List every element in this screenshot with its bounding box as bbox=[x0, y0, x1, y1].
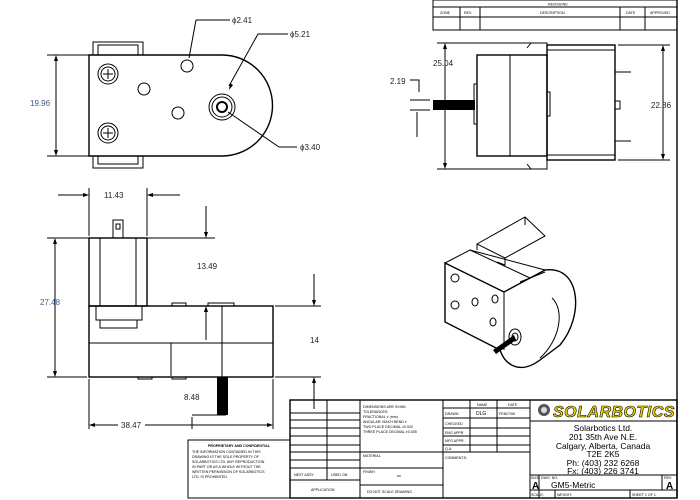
dim-total-height: 27.48 bbox=[40, 298, 61, 307]
top-view: 19.96 ϕ2.41 ϕ5.21 ϕ3.40 bbox=[30, 16, 321, 169]
next-assy-label: NEXT ASSY bbox=[294, 473, 315, 477]
dim-shaft-length: 8.48 bbox=[184, 393, 200, 402]
company-logo: SOLARBOTICS bbox=[538, 404, 675, 421]
revision-block: REVISIONS ZONE REV. DESCRIPTION DATE APP… bbox=[432, 0, 678, 31]
finish-value: ** bbox=[397, 475, 401, 481]
proprietary-notice: PROPRIETARY AND CONFIDENTIAL THE INFORMA… bbox=[187, 439, 291, 499]
isometric-view bbox=[444, 216, 577, 369]
rev-header-approved: APPROVED bbox=[650, 11, 670, 15]
proprietary-line: LTD. IS PROHIBITED. bbox=[192, 475, 228, 479]
logo-text: SOLARBOTICS bbox=[553, 404, 675, 421]
fax: Fx: (403) 226 3741 bbox=[567, 466, 639, 476]
proprietary-line: IN PART OR AS A WHOLE WITHOUT THE bbox=[192, 465, 261, 469]
screw-icon bbox=[97, 63, 119, 85]
eng-appr-label: ENG APPR. bbox=[445, 431, 464, 435]
tolerance-line: DIMENSIONS ARE IN MM bbox=[363, 405, 406, 409]
front-view: 11.43 13.49 27.48 14 8.48 38.47 bbox=[40, 188, 321, 430]
checked-label: CHECKED bbox=[445, 422, 463, 426]
proprietary-line: DRAWING IS THE SOLE PROPERTY OF bbox=[192, 455, 260, 459]
weight-label: WEIGHT: bbox=[557, 493, 572, 497]
sheet-label: SHEET 1 OF 1 bbox=[632, 493, 656, 497]
proprietary-line: THE INFORMATION CONTAINED IN THIS bbox=[192, 450, 261, 454]
tolerance-line: TOLERANCES: bbox=[363, 410, 388, 414]
comments-label: COMMENTS: bbox=[445, 456, 467, 460]
dim-length: 38.47 bbox=[121, 421, 142, 430]
revisions-title: REVISIONS bbox=[548, 3, 568, 7]
rev-header-zone: ZONE bbox=[440, 11, 451, 15]
dim-gearbox: 14 bbox=[310, 336, 319, 345]
rev-label: REV. bbox=[664, 476, 672, 480]
drawn-name: DLG bbox=[476, 411, 486, 417]
material-label: MATERIAL bbox=[363, 454, 381, 458]
dim-shaft-diameter: 2.19 bbox=[390, 77, 406, 86]
tolerance-line: THREE PLACE DECIMAL ±0.005 bbox=[363, 430, 417, 434]
rev-header-description: DESCRIPTION bbox=[540, 11, 565, 15]
finish-label: FINISH bbox=[363, 470, 375, 474]
side-view: 25.04 2.19 22.86 bbox=[390, 42, 672, 170]
dwg-no-label: DWG. NO. bbox=[541, 476, 558, 480]
size-label: SIZE bbox=[531, 476, 540, 480]
address-line: Calgary, Alberta, Canada bbox=[556, 441, 651, 451]
drawn-date: FEB27/06 bbox=[499, 412, 515, 416]
phone: Ph: (403) 232 6268 bbox=[567, 458, 640, 468]
proprietary-title: PROPRIETARY AND CONFIDENTIAL bbox=[208, 444, 271, 448]
dim-motor-height: 13.49 bbox=[197, 262, 218, 271]
application-label: APPLICATION bbox=[311, 488, 335, 492]
address-line: 201 35th Ave N.E. bbox=[569, 432, 637, 442]
address-line: T2E 2K5 bbox=[586, 449, 619, 459]
dim-overall: 25.04 bbox=[433, 59, 454, 68]
qa-label: Q.A. bbox=[445, 447, 452, 451]
tolerance-line: TWO PLACE DECIMAL ±0.020 bbox=[363, 425, 413, 429]
do-not-scale-note: DO NOT SCALE DRAWING bbox=[367, 490, 412, 494]
dim-shaft: ϕ3.40 bbox=[300, 143, 321, 152]
drawn-label: DRAWN bbox=[445, 412, 459, 416]
mfg-appr-label: MFG APPR. bbox=[445, 439, 465, 443]
dim-hub: ϕ5.21 bbox=[290, 30, 311, 39]
title-block: NEXT ASSY USED ON APPLICATION DIMENSIONS… bbox=[289, 399, 678, 499]
dim-hole-small: ϕ2.41 bbox=[232, 16, 253, 25]
name-header: NAME bbox=[477, 403, 488, 407]
dim-height: 19.96 bbox=[30, 99, 51, 108]
tolerance-line: ANGULAR: MACH BEND ± bbox=[363, 420, 407, 424]
proprietary-line: WRITTEN PERMISSION OF SOLARBOTICS bbox=[192, 470, 265, 474]
address-line: Solarbotics Ltd. bbox=[574, 423, 633, 433]
used-on-label: USED ON bbox=[331, 473, 348, 477]
dim-motor: 22.86 bbox=[651, 101, 672, 110]
tolerance-line: FRACTIONAL ± (mm) bbox=[363, 415, 398, 419]
rev-header-date: DATE bbox=[626, 11, 636, 15]
rev-header-rev: REV. bbox=[464, 11, 472, 15]
proprietary-line: SOLARBOTICS LTD. ANY REPRODUCTION bbox=[192, 460, 265, 464]
rev-value: A bbox=[666, 481, 673, 492]
size-value: A bbox=[532, 481, 539, 492]
scale-label: SCALE: bbox=[531, 493, 544, 497]
date-header: DATE bbox=[508, 403, 518, 407]
dwg-no-value: GM5-Metric bbox=[551, 480, 596, 490]
screw-icon bbox=[97, 122, 119, 144]
dim-motor-width: 11.43 bbox=[104, 191, 124, 200]
